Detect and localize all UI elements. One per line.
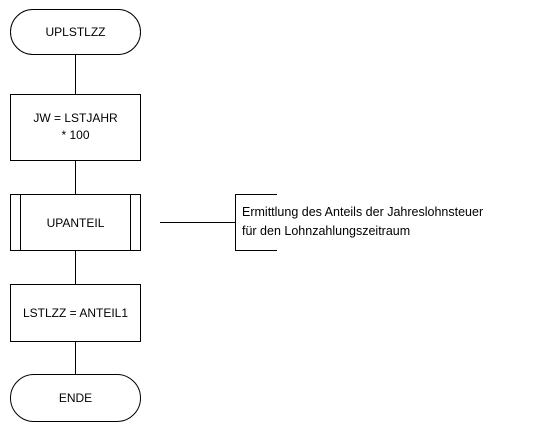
start-label: UPLSTLZZ [45, 25, 105, 39]
process2-label: LSTLZZ = ANTEIL1 [23, 306, 128, 320]
annotation: Ermittlung des Anteils der Jahreslohnste… [235, 194, 483, 251]
annotation-bracket [235, 194, 277, 251]
process-box-jw: JW = LSTJAHR * 100 [10, 94, 141, 161]
start-terminator: UPLSTLZZ [10, 9, 141, 55]
end-label: ENDE [59, 391, 92, 405]
connectors [75, 55, 235, 374]
annotation-line2: für den Lohnzahlungszeitraum [242, 224, 410, 238]
end-terminator: ENDE [10, 374, 141, 422]
subprocess-box-upanteil: UPANTEIL [10, 194, 141, 251]
process1-line1: JW = LSTJAHR [33, 111, 118, 125]
process1-line2: * 100 [61, 128, 89, 142]
process-box-lstlzz: LSTLZZ = ANTEIL1 [10, 284, 141, 342]
subprocess-label: UPANTEIL [47, 216, 105, 230]
annotation-line1: Ermittlung des Anteils der Jahreslohnste… [242, 205, 483, 219]
